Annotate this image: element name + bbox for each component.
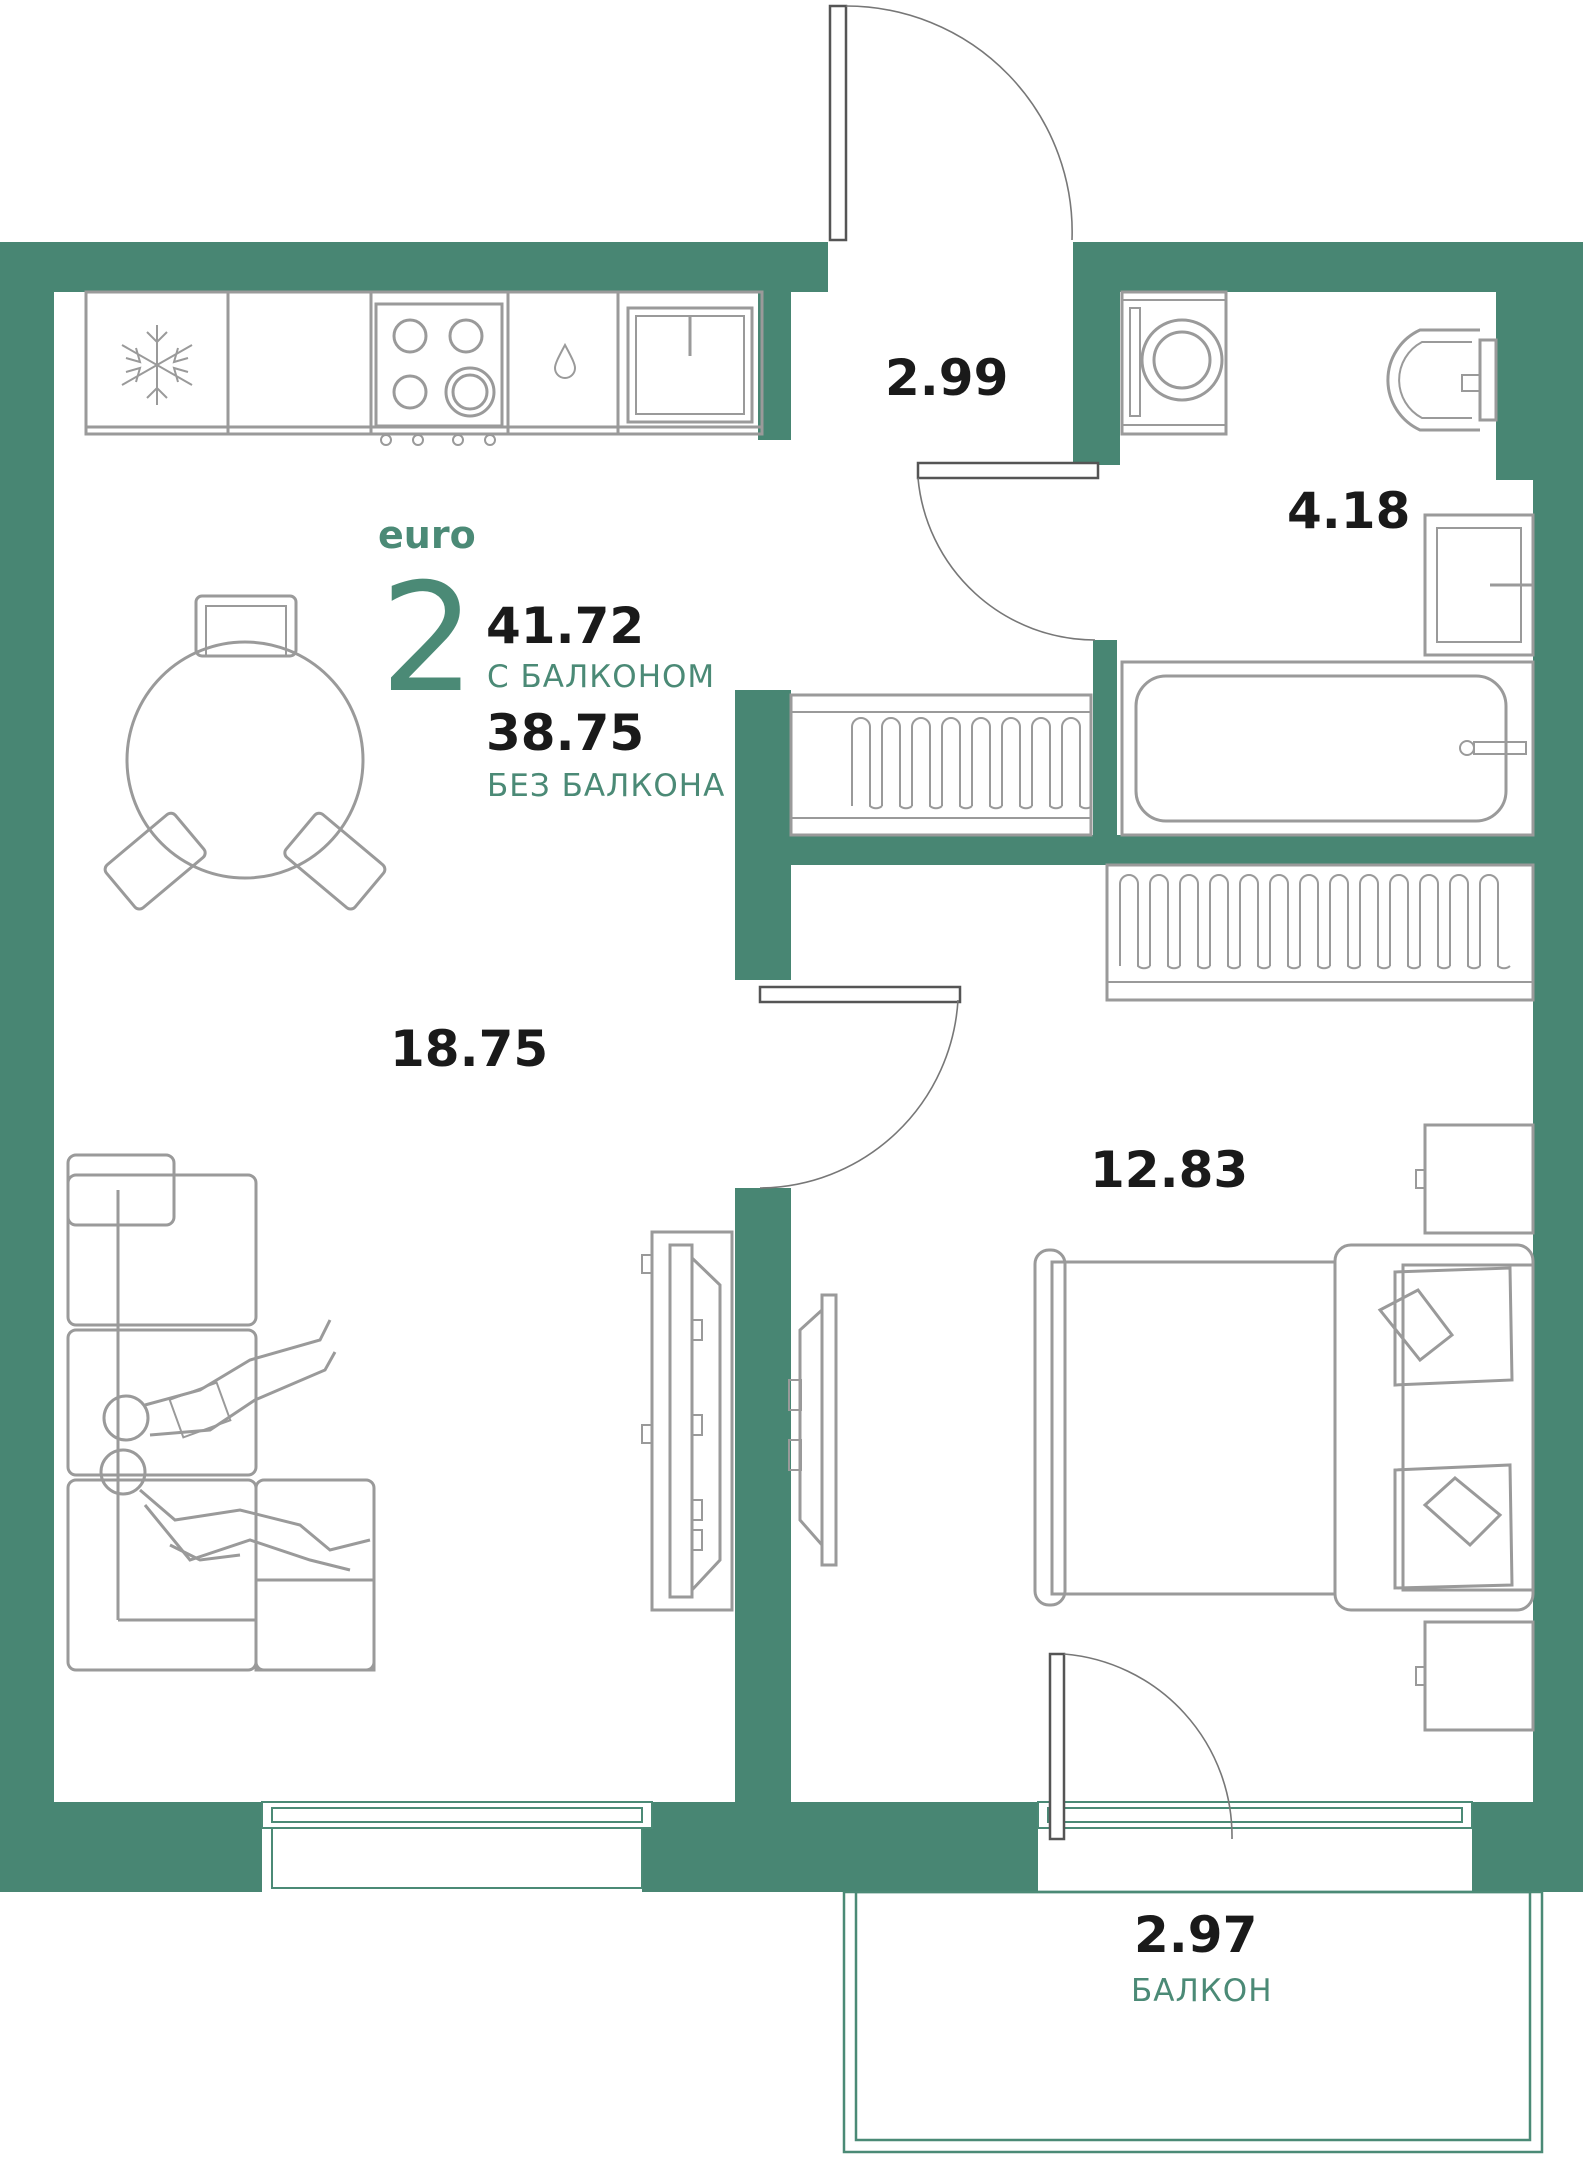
without-balcony-label: БЕЗ БАЛКОНА [487,768,725,804]
room-area-balcony: 2.97 [1134,1906,1257,1964]
total-without-balcony: 38.75 [486,704,644,762]
radiator-coil [1031,717,1063,810]
total-with-balcony: 41.72 [486,597,644,655]
balcony-outline [842,1890,1544,2154]
bathroom-sink-icon [1423,513,1535,657]
balcony-label: БАЛКОН [1131,1973,1273,2009]
snowflake-icon [121,325,193,405]
radiator-coil [1209,874,1241,970]
room-area-bedroom: 12.83 [1090,1141,1248,1199]
radiator-coil [1359,874,1391,970]
radiator-coils [851,717,1511,970]
radiator-coil [1479,874,1511,970]
balcony-door [1048,1652,1233,1841]
class-label: euro [378,513,476,557]
water-drop-icon [553,342,577,379]
radiator-icon [789,693,1093,837]
radiator-coil [1329,874,1361,970]
sink-icon [626,306,754,424]
radiator-coil [1239,874,1271,970]
dining-table-icon [103,594,387,911]
radiator-icon-2 [1105,863,1535,1002]
window-bedroom [1037,1801,1473,1829]
bedroom-door [758,985,962,1189]
bed-icon [1033,1243,1535,1612]
room-area-hall: 2.99 [885,349,1008,407]
radiator-coil [1179,874,1211,970]
radiator-coil [881,717,913,810]
radiator-coil [1061,717,1093,810]
wardrobe-icon [1415,1123,1535,1732]
walls [0,242,1583,1892]
sofa-icon [66,1153,376,1672]
window-living [261,1801,653,1889]
entrance-door [828,4,1073,242]
room-area-bathroom: 4.18 [1287,482,1410,540]
radiator-coil [971,717,1003,810]
room-area-living: 18.75 [390,1020,548,1078]
radiator-coil [1449,874,1481,970]
radiator-coil [941,717,973,810]
radiator-coil [1419,874,1451,970]
radiator-coil [1001,717,1033,810]
radiator-coil [1299,874,1331,970]
people-icon [99,1319,371,1572]
toilet-icon [1386,328,1498,432]
radiator-coil [1269,874,1301,970]
bathroom-door [916,461,1100,641]
kitchen-counter [84,290,764,436]
stove-icon [374,302,504,446]
with-balcony-label: С БАЛКОНОМ [487,659,715,695]
radiator-coil [851,717,883,810]
tv-bedroom-icon [788,1293,838,1567]
washing-machine-icon [1120,290,1228,436]
rooms-count: 2 [380,552,475,726]
radiator-coil [911,717,943,810]
tv-icon [641,1230,734,1612]
radiator-coil [1149,874,1181,970]
apartment-summary: euro 2 41.72 С БАЛКОНОМ 38.75 БЕЗ БАЛКОН… [378,513,725,804]
bathtub-icon [1120,660,1535,837]
radiator-coil [1119,874,1151,970]
radiator-coil [1389,874,1421,970]
